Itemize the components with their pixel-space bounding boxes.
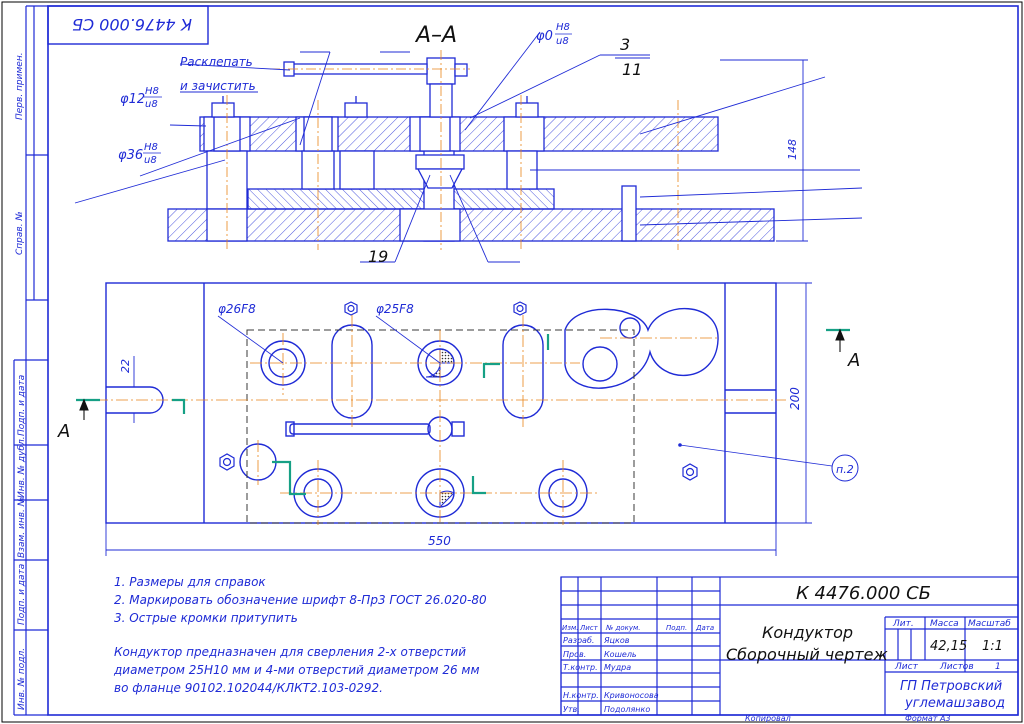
note-1: 1. Размеры для справок bbox=[114, 575, 266, 589]
dimension-22 bbox=[106, 356, 140, 423]
title-name-2: Сборочный чертеж bbox=[726, 645, 888, 664]
dimension-200 bbox=[776, 282, 812, 524]
plan-nuts bbox=[219, 301, 698, 481]
side-label-sign-date-2: Подп. и дата bbox=[17, 564, 27, 625]
description-1: Кондуктор предназначен для сверления 2-х… bbox=[114, 645, 466, 659]
title-mass: 42,15 bbox=[930, 639, 967, 654]
dimension-550-label: 550 bbox=[428, 534, 451, 548]
section-marker-left: А bbox=[57, 421, 70, 442]
position-11: 11 bbox=[622, 60, 642, 79]
ref-p2: п.2 bbox=[678, 443, 859, 482]
name-developer: Яцков bbox=[603, 636, 630, 645]
name-tcontrol: Мудра bbox=[604, 663, 631, 672]
plan-view bbox=[105, 282, 777, 524]
dia-25f8: φ25F8 bbox=[376, 302, 414, 316]
plan-hatched-holes bbox=[425, 348, 455, 509]
title-signatures: Разраб. Пров. Т.контр. Н.контр. Утв. Яцк… bbox=[563, 636, 659, 714]
svg-text:п.2: п.2 bbox=[836, 463, 854, 476]
section-leaders bbox=[74, 31, 863, 263]
svg-text:H8: H8 bbox=[145, 86, 159, 97]
svg-text:№ докум.: № докум. bbox=[605, 624, 641, 632]
note-clean: и зачистить bbox=[180, 79, 256, 93]
position-19: 19 bbox=[368, 247, 388, 266]
dimension-148-label: 148 bbox=[786, 139, 799, 160]
title-designation: К 4476.000 СБ bbox=[796, 583, 931, 604]
role-tcontrol: Т.контр. bbox=[563, 663, 598, 672]
title-col-mass: Масса bbox=[930, 619, 959, 629]
footer-format: Формат А3 bbox=[905, 714, 951, 723]
dimension-200-label: 200 bbox=[788, 387, 802, 410]
side-label-orig-inv: Инв. № подл. bbox=[17, 648, 27, 710]
note-3: 3. Острые кромки притупить bbox=[114, 611, 298, 625]
section-marker-right: А bbox=[847, 350, 860, 371]
section-arrows bbox=[79, 328, 845, 420]
dimension-22-label: 22 bbox=[119, 359, 132, 373]
svg-text:Подп.: Подп. bbox=[666, 624, 687, 632]
role-approved: Утв. bbox=[563, 705, 580, 714]
title-sheet-label: Лист bbox=[894, 662, 919, 672]
svg-text:u8: u8 bbox=[145, 99, 158, 110]
svg-text:φ12: φ12 bbox=[120, 92, 145, 107]
dia-26f8: φ26F8 bbox=[218, 302, 256, 316]
technical-notes: 1. Размеры для справок 2. Маркировать об… bbox=[113, 575, 487, 695]
title-name-1: Кондуктор bbox=[762, 623, 853, 642]
side-strip bbox=[13, 5, 48, 716]
svg-text:u8: u8 bbox=[144, 155, 157, 166]
top-stamp-designation: К 4476.000 СБ bbox=[72, 15, 192, 34]
position-3: 3 bbox=[620, 35, 630, 54]
section-title: А–А bbox=[414, 23, 457, 48]
side-label-dup-inv: Инв. № дубл. bbox=[17, 436, 27, 498]
side-label-ref-no: Справ. № bbox=[15, 211, 25, 255]
section-view-a-a bbox=[167, 57, 775, 242]
side-label-sign-date-1: Подп. и дата bbox=[17, 375, 27, 436]
title-org-2: углемашзавод bbox=[904, 696, 1005, 711]
title-block bbox=[560, 576, 1019, 716]
title-col-lit: Лит. bbox=[892, 619, 914, 629]
svg-text:φ36: φ36 bbox=[118, 148, 143, 163]
role-ncontrol: Н.контр. bbox=[563, 691, 599, 700]
svg-text:Дата: Дата bbox=[695, 624, 714, 632]
side-label-first-use: Перв. примен. bbox=[15, 52, 25, 120]
title-sheets: 1 bbox=[995, 662, 1001, 672]
title-col-scale: Масштаб bbox=[968, 619, 1011, 629]
title-scale: 1:1 bbox=[982, 639, 1003, 654]
section-cut-path bbox=[76, 328, 850, 496]
svg-text:u8: u8 bbox=[556, 36, 569, 47]
section-center-lines bbox=[226, 50, 679, 250]
plan-center-lines bbox=[96, 315, 786, 525]
title-sheets-label: Листов bbox=[939, 662, 974, 672]
role-developer: Разраб. bbox=[563, 636, 594, 645]
dimension-148 bbox=[720, 59, 808, 242]
top-stamp: К 4476.000 СБ bbox=[47, 5, 209, 45]
description-2: диаметром 25Н10 мм и 4-ми отверстий диам… bbox=[113, 663, 480, 677]
svg-text:H8: H8 bbox=[144, 142, 158, 153]
name-approved: Подолянко bbox=[604, 705, 650, 714]
note-2: 2. Маркировать обозначение шрифт 8-Пр3 Г… bbox=[114, 593, 487, 607]
name-checker: Кошель bbox=[604, 650, 637, 659]
fit-d12: φ12 H8 u8 bbox=[120, 86, 162, 110]
footer-copied: Копировал bbox=[745, 714, 791, 723]
side-label-replace-inv: Взам. инв. № bbox=[17, 497, 27, 558]
svg-text:Изм.: Изм. bbox=[562, 624, 578, 632]
role-checker: Пров. bbox=[563, 650, 586, 659]
title-org-1: ГП Петровский bbox=[900, 679, 1002, 694]
description-3: во фланце 90102.102044/КЛКТ2.103-0292. bbox=[114, 681, 383, 695]
name-ncontrol: Кривоносова bbox=[604, 691, 659, 700]
note-rivet: Расклепать bbox=[180, 55, 253, 69]
dimension-550 bbox=[105, 523, 777, 556]
svg-text:H8: H8 bbox=[556, 22, 570, 33]
fit-d36: φ36 H8 u8 bbox=[118, 142, 161, 166]
side-labels: Перв. примен. Справ. № Подп. и дата Инв.… bbox=[15, 52, 27, 710]
fit-d0: φ0 H8 u8 bbox=[536, 22, 572, 47]
title-headers: Изм. Лист № докум. Подп. Дата bbox=[562, 624, 714, 632]
svg-text:φ0: φ0 bbox=[536, 29, 553, 44]
svg-text:Лист: Лист bbox=[579, 624, 599, 632]
workpiece-outline bbox=[246, 329, 635, 524]
